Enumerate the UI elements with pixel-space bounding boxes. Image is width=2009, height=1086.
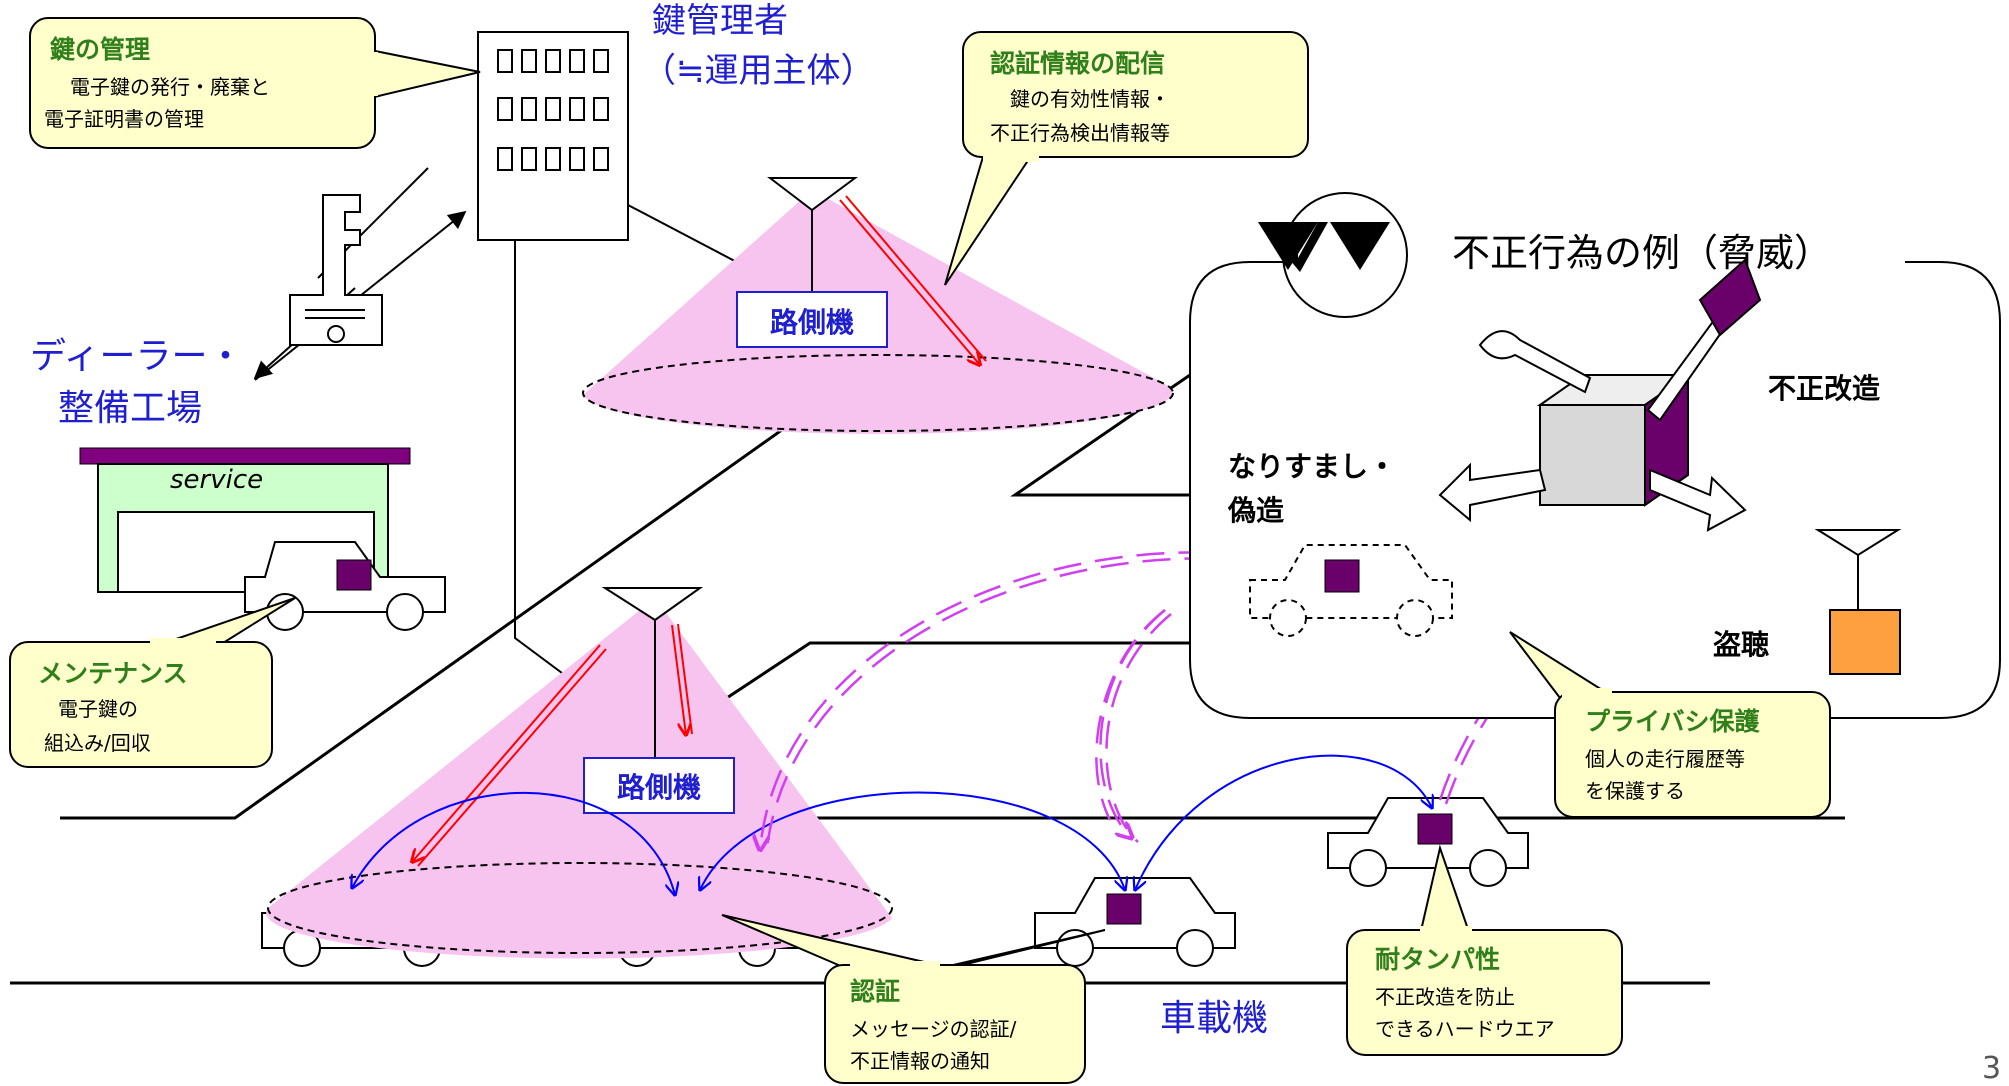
callout-maintenance	[9, 597, 296, 768]
eavesdrop-device	[1829, 609, 1901, 675]
garage-roof	[79, 447, 411, 465]
callout-authentication-title: 認証	[850, 977, 900, 1006]
car-in-garage	[244, 541, 446, 631]
threats-title: 不正行為の例（脅威）	[1452, 231, 1832, 275]
key-manager-subtitle: （≒運用主体）	[642, 51, 875, 91]
road-left-branch	[60, 298, 966, 820]
roadside-unit-top	[736, 291, 888, 348]
antenna-icon	[601, 587, 704, 622]
callout-privacy-title: プライバシ保護	[1585, 707, 1761, 736]
car-3	[1034, 877, 1236, 967]
onboard-device	[1324, 559, 1360, 593]
callout-auth-distribution-line1: 鍵の有効性情報・	[1010, 87, 1170, 111]
spoofing-label-line1: なりすまし・	[1228, 450, 1396, 483]
car-4	[1327, 797, 1529, 887]
callout-key-management	[29, 17, 481, 149]
callout-key-management-line2: 電子証明書の管理	[44, 107, 204, 131]
roadside-unit-top-label: 路側機	[770, 306, 854, 339]
callout-maintenance-line1: 電子鍵の	[58, 697, 138, 721]
callout-privacy-line2: を保護する	[1585, 779, 1685, 803]
callout-authentication-line2: 不正情報の通知	[850, 1049, 990, 1073]
spoofed-car	[1249, 544, 1453, 637]
antenna-icon	[767, 177, 859, 212]
roadside-unit-bottom-label: 路側機	[617, 771, 701, 804]
red-broadcast-arrows	[412, 195, 987, 867]
callout-key-management-title: 鍵の管理	[50, 35, 150, 64]
roadside-cone-bottom	[266, 587, 893, 959]
callout-tamper-resistance-line2: できるハードウエア	[1375, 1017, 1555, 1041]
callout-authentication	[721, 914, 1106, 1084]
onboard-device	[1106, 893, 1142, 925]
dealer-label-line2: 整備工場	[58, 388, 202, 429]
callout-auth-distribution-title: 認証情報の配信	[990, 49, 1165, 78]
antenna-icon	[1814, 529, 1902, 557]
roadside-cone-top	[582, 177, 1174, 434]
callout-auth-distribution-line2: 不正行為検出情報等	[990, 121, 1170, 145]
service-sign: service	[170, 465, 263, 495]
eavesdrop-antenna	[1814, 529, 1902, 675]
eavesdrop-label: 盗聴	[1713, 628, 1769, 661]
wrench-icon	[1478, 330, 1592, 394]
tampering-illustration	[1438, 258, 1762, 532]
blue-auth-arcs	[352, 754, 1432, 895]
roadside-unit-bottom	[583, 757, 735, 814]
callout-key-management-line1: 電子鍵の発行・廃棄と	[70, 75, 270, 99]
callout-privacy	[1509, 631, 1831, 818]
page-number: 3	[1982, 1051, 2001, 1086]
dealer-label-line1: ディーラー・	[30, 336, 243, 377]
callout-auth-distribution	[944, 31, 1309, 286]
key-manager-building	[477, 31, 629, 241]
onboard-unit-label: 車載機	[1160, 998, 1268, 1039]
onboard-device	[1417, 813, 1453, 845]
callout-maintenance-line2: 組込み/回収	[44, 731, 151, 755]
spoofing-label-line2: 偽造	[1227, 494, 1284, 527]
tampering-label: 不正改造	[1768, 372, 1880, 405]
building-windows	[497, 49, 609, 171]
callout-authentication-line1: メッセージの認証/	[850, 1017, 1017, 1041]
road-upper-branch	[1010, 373, 1195, 497]
callout-tamper-resistance-title: 耐タンパ性	[1375, 945, 1500, 974]
callout-maintenance-title: メンテナンス	[38, 659, 188, 688]
onboard-device	[336, 559, 372, 591]
callout-tamper-resistance	[1346, 844, 1623, 1056]
callout-tamper-resistance-line1: 不正改造を防止	[1375, 985, 1515, 1009]
key-icon	[289, 194, 383, 346]
callout-privacy-line1: 個人の走行履歴等	[1585, 747, 1745, 771]
key-manager-title: 鍵管理者	[652, 1, 788, 41]
